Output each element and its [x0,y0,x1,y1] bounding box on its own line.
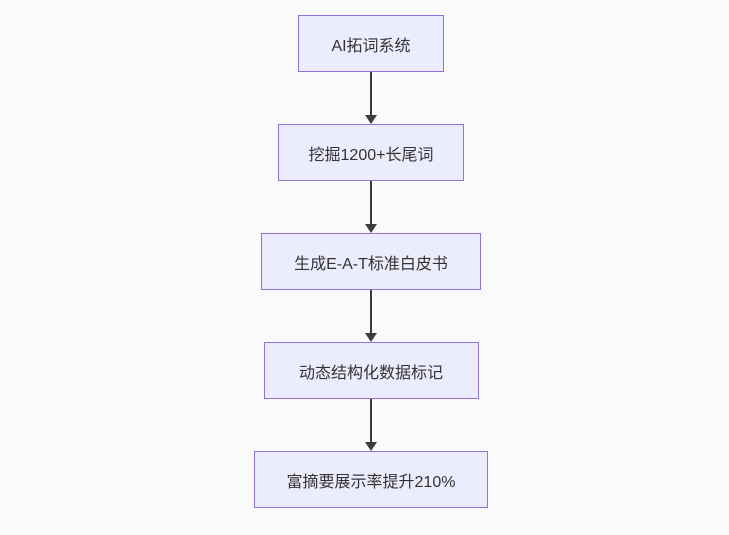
flowchart: AI拓词系统 挖掘1200+长尾词 生成E-A-T标准白皮书 动态结构化数据标记 [254,15,488,508]
edge-line [370,399,372,442]
flow-node-label: 富摘要展示率提升210% [286,473,456,491]
flow-node-dynamic-structured-data-markup: 动态结构化数据标记 [263,342,479,399]
flow-node-label: 生成E-A-T标准白皮书 [294,255,448,273]
arrowhead-down-icon [365,224,377,233]
flow-edge-4 [364,399,378,451]
flow-node-label: 动态结构化数据标记 [298,364,443,382]
flow-edge-1 [364,72,378,124]
flow-node-label: AI拓词系统 [331,37,411,55]
edge-line [370,181,372,224]
flow-node-generate-eat-whitepaper: 生成E-A-T标准白皮书 [261,233,481,290]
flow-node-rich-snippet-rate-increase: 富摘要展示率提升210% [254,451,488,508]
flow-node-label: 挖掘1200+长尾词 [308,146,434,164]
flow-edge-3 [364,290,378,342]
flow-node-mine-longtail-keywords: 挖掘1200+长尾词 [278,124,464,181]
edge-line [370,72,372,115]
flow-node-ai-word-expansion-system: AI拓词系统 [298,15,444,72]
arrowhead-down-icon [365,442,377,451]
edge-line [370,290,372,333]
arrowhead-down-icon [365,333,377,342]
flow-edge-2 [364,181,378,233]
arrowhead-down-icon [365,115,377,124]
